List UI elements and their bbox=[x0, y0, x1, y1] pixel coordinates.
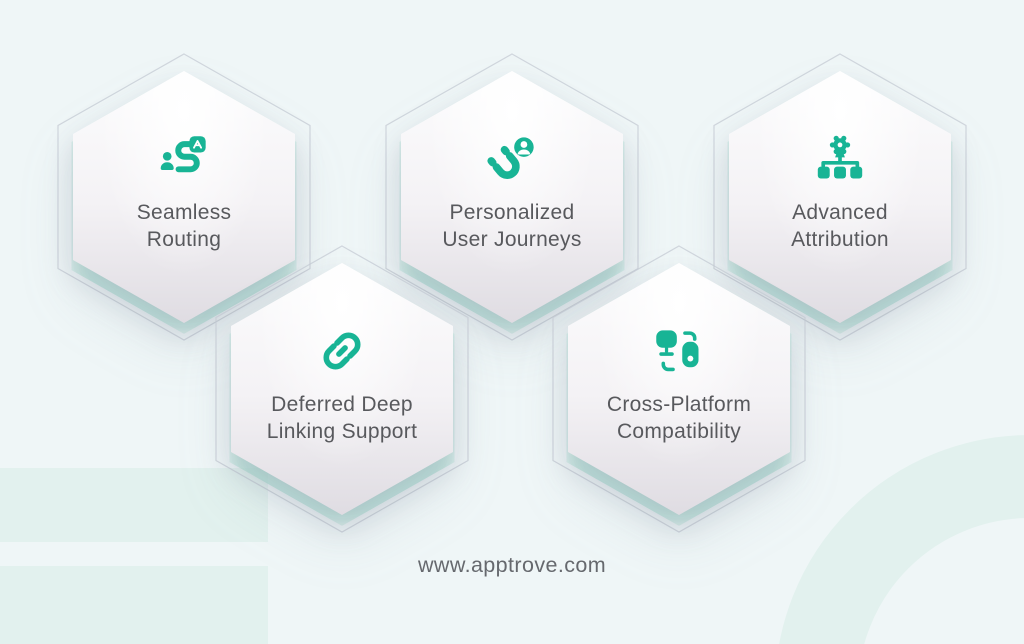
hex-card-deferred-deep-linking: Deferred Deep Linking Support bbox=[231, 263, 453, 515]
device-sync-icon bbox=[653, 325, 705, 377]
hex-label-line2: Linking Support bbox=[266, 420, 418, 443]
chain-link-icon bbox=[316, 325, 368, 377]
hexagon-body: Cross-Platform Compatibility bbox=[568, 263, 790, 515]
hex-label-line2: User Journeys bbox=[442, 228, 582, 251]
hex-label: Cross-Platform Compatibility bbox=[607, 391, 751, 445]
attribution-hierarchy-icon bbox=[814, 133, 866, 185]
magnet-user-icon bbox=[486, 133, 538, 185]
hexagon-outline bbox=[386, 54, 638, 340]
hex-label-line2: Attribution bbox=[791, 228, 889, 251]
mint-band-decoration bbox=[0, 566, 268, 644]
hex-label-line2: Routing bbox=[146, 228, 222, 251]
hex-label: Personalized User Journeys bbox=[442, 199, 581, 253]
hexagon-outline bbox=[553, 246, 805, 532]
hex-card-cross-platform: Cross-Platform Compatibility bbox=[568, 263, 790, 515]
hexagon-body: Deferred Deep Linking Support bbox=[231, 263, 453, 515]
hex-label-line2: Compatibility bbox=[616, 420, 742, 443]
hexagon-outline bbox=[714, 54, 966, 340]
mint-band-decoration bbox=[0, 468, 268, 542]
hexagon-body: Advanced Attribution bbox=[729, 71, 951, 323]
hex-label: Deferred Deep Linking Support bbox=[267, 391, 417, 445]
ring-decoration bbox=[775, 435, 1024, 644]
hexagon-body: Seamless Routing bbox=[73, 71, 295, 323]
website-url: www.apptrove.com bbox=[417, 553, 607, 577]
hex-card-seamless-routing: Seamless Routing bbox=[73, 71, 295, 323]
hex-label-line1: Cross-Platform bbox=[606, 393, 752, 416]
hex-label-line1: Personalized bbox=[449, 201, 575, 224]
hex-label: Seamless Routing bbox=[137, 199, 232, 253]
hex-label-line1: Seamless bbox=[136, 201, 232, 224]
hex-label: Advanced Attribution bbox=[791, 199, 889, 253]
app-routing-icon bbox=[158, 133, 210, 185]
hexagon-outline bbox=[58, 54, 310, 340]
hex-label-line1: Deferred Deep bbox=[271, 393, 413, 416]
hexagon-outline bbox=[216, 246, 468, 532]
hex-card-personalized-user-journeys: Personalized User Journeys bbox=[401, 71, 623, 323]
hex-label-line1: Advanced bbox=[792, 201, 888, 224]
hexagon-body: Personalized User Journeys bbox=[401, 71, 623, 323]
hex-card-advanced-attribution: Advanced Attribution bbox=[729, 71, 951, 323]
